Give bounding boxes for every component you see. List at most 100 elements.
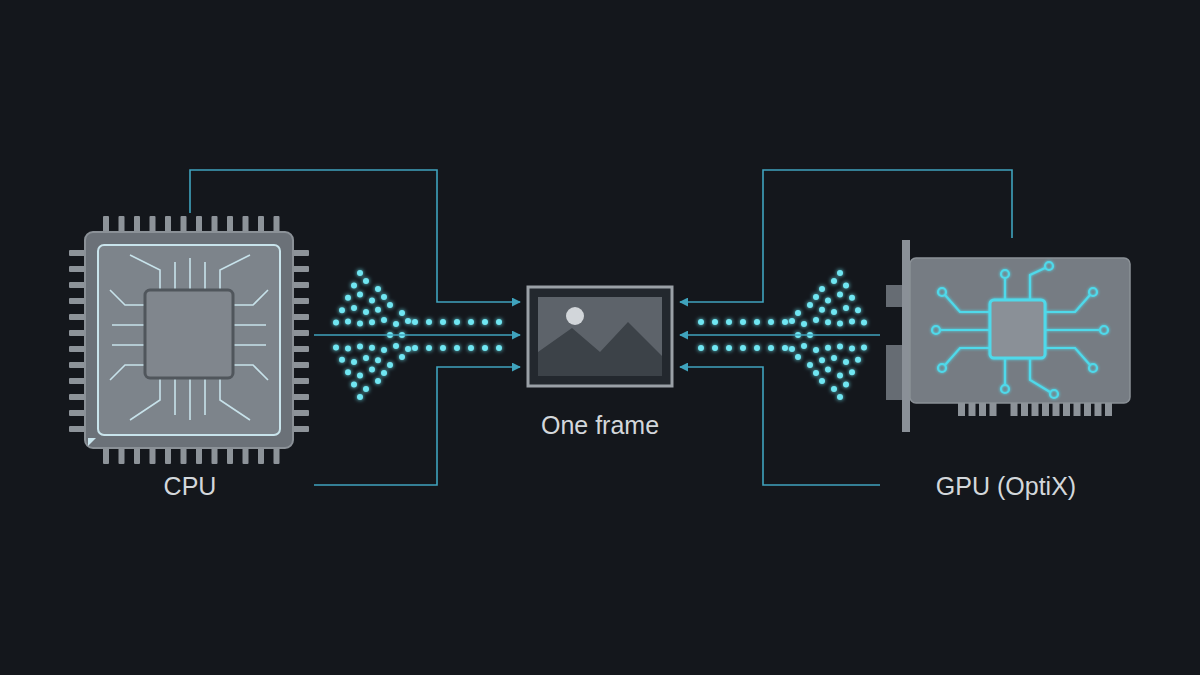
data-dot	[345, 369, 351, 375]
data-dot	[363, 386, 369, 392]
data-dot	[381, 347, 387, 353]
data-dot	[482, 319, 488, 325]
data-dot	[801, 321, 807, 327]
card-finger	[1105, 403, 1112, 416]
data-dot	[861, 344, 867, 350]
data-dot	[333, 344, 339, 350]
data-dot	[843, 282, 849, 288]
chip-pin	[134, 216, 140, 233]
data-dot	[339, 307, 345, 313]
data-dot	[819, 378, 825, 384]
pin1-mark	[88, 438, 96, 446]
data-dot	[351, 359, 357, 365]
chip-pin	[243, 216, 249, 233]
data-dot	[726, 319, 732, 325]
card-finger	[979, 403, 986, 416]
data-dot	[768, 345, 774, 351]
card-finger	[990, 403, 997, 416]
data-dot	[357, 344, 363, 350]
data-dot	[351, 305, 357, 311]
data-dot	[849, 319, 855, 325]
chip-pin	[150, 216, 156, 233]
data-dot	[426, 345, 432, 351]
data-dot	[351, 382, 357, 388]
data-dot	[339, 357, 345, 363]
chip-pin	[292, 266, 309, 272]
data-dot	[375, 307, 381, 313]
chip-pin	[292, 394, 309, 400]
data-dot	[426, 319, 432, 325]
data-dot	[375, 357, 381, 363]
data-dot	[795, 310, 801, 316]
card-board	[910, 258, 1130, 403]
card-finger	[1042, 403, 1049, 416]
data-dot	[843, 359, 849, 365]
data-dot	[813, 317, 819, 323]
chip-pin	[292, 298, 309, 304]
data-dot	[412, 345, 418, 351]
data-dot	[345, 319, 351, 325]
data-dot	[807, 362, 813, 368]
chip-pin	[292, 250, 309, 256]
cpu-chip	[69, 216, 309, 464]
data-dot	[363, 355, 369, 361]
data-dot	[849, 295, 855, 301]
cpu-node: CPU	[66, 213, 314, 503]
chip-pin	[69, 410, 86, 416]
data-dot	[837, 373, 843, 379]
data-dot	[345, 295, 351, 301]
node-label: One frame	[520, 410, 680, 440]
data-dot	[768, 319, 774, 325]
data-dot	[825, 345, 831, 351]
data-dot	[357, 373, 363, 379]
data-dot	[813, 347, 819, 353]
card-finger	[1011, 403, 1018, 416]
connector-arrow	[314, 334, 520, 336]
chip-pin	[150, 447, 156, 464]
data-dot	[831, 355, 837, 361]
data-dot	[819, 286, 825, 292]
data-dot	[789, 346, 795, 352]
data-dot	[754, 345, 760, 351]
data-dot	[855, 357, 861, 363]
chip-pin	[69, 266, 86, 272]
data-dot	[807, 302, 813, 308]
data-dot	[357, 292, 363, 298]
data-dot	[482, 345, 488, 351]
bracket-tab	[886, 345, 902, 400]
chip-pin	[292, 362, 309, 368]
sun	[566, 307, 584, 325]
card-finger	[958, 403, 965, 416]
card-finger	[1053, 403, 1060, 416]
card-finger	[1063, 403, 1070, 416]
chip-pin	[103, 447, 109, 464]
data-dot	[393, 343, 399, 349]
chip-pin	[69, 282, 86, 288]
data-dot	[825, 367, 831, 373]
data-dot	[726, 345, 732, 351]
data-dot	[831, 309, 837, 315]
node-label: GPU (OptiX)	[880, 471, 1132, 501]
chip-pin	[165, 216, 171, 233]
frame-node: One frame	[520, 280, 680, 442]
data-dot	[405, 318, 411, 324]
chip-pin	[69, 314, 86, 320]
data-dot	[375, 286, 381, 292]
chip-pin	[292, 426, 309, 432]
data-dot	[825, 319, 831, 325]
chip-pin	[196, 447, 202, 464]
data-dot	[795, 354, 801, 360]
chip-die	[145, 290, 233, 378]
connector-arrow	[314, 367, 520, 485]
chip-pin	[119, 216, 125, 233]
data-dot	[357, 321, 363, 327]
chip-pin	[69, 298, 86, 304]
data-dot	[789, 318, 795, 324]
chip-pin	[69, 346, 86, 352]
node-label: CPU	[66, 471, 314, 501]
card-finger	[1032, 403, 1039, 416]
data-dot	[813, 294, 819, 300]
data-dot	[363, 278, 369, 284]
